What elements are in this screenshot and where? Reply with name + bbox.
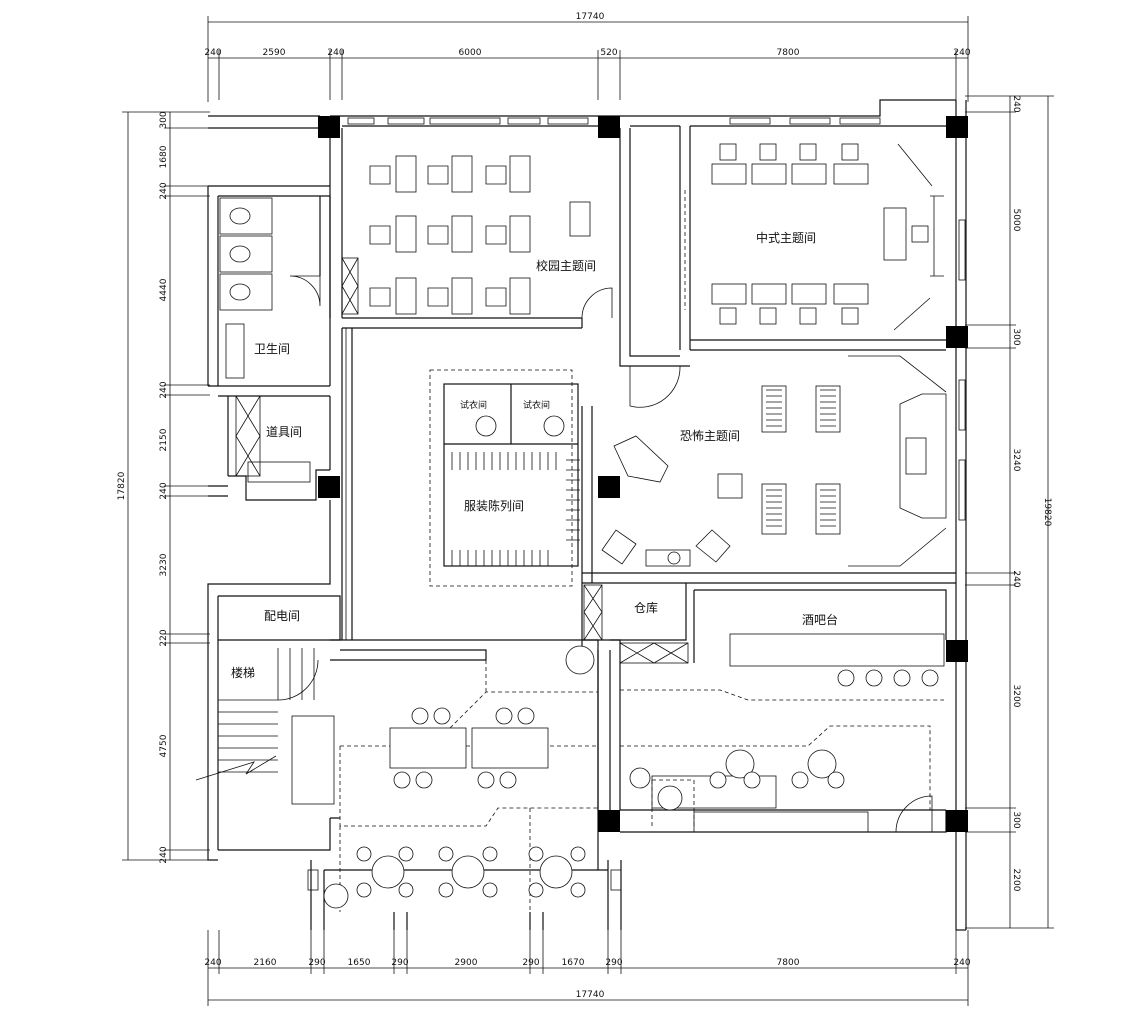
- dim-seg: 2160: [254, 958, 277, 968]
- dim-seg: 290: [522, 958, 539, 968]
- dim-seg: 4440: [159, 278, 169, 301]
- column-icon: [946, 640, 968, 662]
- chinese-furniture: [711, 143, 944, 331]
- round-table-set: [438, 846, 498, 898]
- dim-seg: 240: [159, 846, 169, 863]
- fitting-label: 试衣间: [460, 399, 487, 411]
- dim-seg: 2590: [263, 48, 286, 58]
- bar-counter-label: 酒吧台: [802, 612, 838, 627]
- dim-seg: 7800: [777, 48, 800, 58]
- dim-seg: 290: [308, 958, 325, 968]
- power-room-label: 配电间: [264, 609, 300, 623]
- dim-seg: 300: [1011, 328, 1021, 345]
- dim-seg: 240: [159, 182, 169, 199]
- top-total-dim: 17740: [576, 12, 605, 22]
- dim-seg: 240: [327, 48, 344, 58]
- dimension-bottom: 240 2160 290 1650 290 2900 290 1670 290 …: [204, 930, 971, 1006]
- dim-seg: 300: [1011, 811, 1021, 828]
- dim-seg: 1650: [348, 958, 371, 968]
- dim-seg: 240: [953, 48, 970, 58]
- dim-seg: 3230: [159, 553, 169, 576]
- dimension-top: 17740 240 2590 240 6000 520 7800 240: [204, 12, 971, 102]
- dim-seg: 4750: [159, 734, 169, 757]
- column-icon: [318, 116, 340, 138]
- dim-seg: 7800: [777, 958, 800, 968]
- toilet-fixtures: [219, 197, 311, 483]
- dim-seg: 3240: [1011, 449, 1021, 472]
- dim-seg: 6000: [459, 48, 482, 58]
- dim-seg: 300: [159, 111, 169, 128]
- dimension-left: 17820 300 1680 240 4440 240 2150 240 323…: [117, 111, 210, 864]
- horror-room-label: 恐怖主题间: [680, 428, 740, 443]
- podium: [569, 201, 591, 237]
- round-table-set: [323, 846, 414, 909]
- column-icon: [946, 116, 968, 138]
- dim-seg: 240: [204, 48, 221, 58]
- dim-seg: 240: [159, 381, 169, 398]
- desk-row-3: [369, 277, 531, 315]
- dim-seg: 2200: [1011, 869, 1021, 892]
- dim-seg: 290: [391, 958, 408, 968]
- bottom-total-dim: 17740: [576, 990, 605, 1000]
- column-icon: [598, 116, 620, 138]
- chinese-room-label: 中式主题间: [756, 230, 816, 245]
- dim-seg: 220: [159, 629, 169, 646]
- dim-seg: 2900: [455, 958, 478, 968]
- left-total-dim: 17820: [117, 471, 127, 500]
- campus-furniture: [341, 155, 591, 315]
- dimension-right: 19820 240 5000 300 3240 240 3200 300 220…: [965, 95, 1054, 929]
- dim-seg: 5000: [1011, 209, 1021, 232]
- dim-seg: 3200: [1011, 685, 1021, 708]
- round-table-set: [528, 846, 586, 898]
- props-room-label: 道具间: [266, 425, 302, 439]
- stairs-label: 楼梯: [231, 665, 255, 680]
- desk-row-2: [369, 215, 531, 253]
- right-total-dim: 19820: [1042, 498, 1052, 527]
- toilet-label: 卫生间: [254, 342, 290, 356]
- walls: [195, 99, 967, 931]
- dim-seg: 240: [204, 958, 221, 968]
- costume-room: 试衣间 试衣间: [429, 369, 580, 587]
- dim-seg: 240: [1011, 95, 1021, 112]
- column-icon: [318, 476, 340, 498]
- column-icon: [598, 810, 620, 832]
- stairs-icon: [195, 648, 335, 805]
- room-labels: 校园主题间 中式主题间 卫生间 道具间 恐怖主题间 服装陈列间 配电间 仓库 酒…: [231, 230, 838, 680]
- dim-seg: 1680: [159, 145, 169, 168]
- dim-seg: 1670: [562, 958, 585, 968]
- fitting-label: 试衣间: [523, 399, 550, 411]
- dim-seg: 240: [953, 958, 970, 968]
- dim-seg: 2150: [159, 428, 169, 451]
- column-icon: [946, 326, 968, 348]
- horror-furniture: [598, 355, 947, 567]
- storage-label: 仓库: [634, 600, 658, 615]
- column-icon: [946, 810, 968, 832]
- dim-seg: 240: [159, 482, 169, 499]
- dim-seg: 240: [1011, 570, 1021, 587]
- dim-seg: 290: [605, 958, 622, 968]
- desk-row-1: [369, 155, 531, 193]
- lounge-furniture: [323, 645, 944, 912]
- dim-seg: 520: [600, 48, 617, 58]
- campus-room-label: 校园主题间: [536, 258, 596, 273]
- costume-room-label: 服装陈列间: [464, 498, 524, 513]
